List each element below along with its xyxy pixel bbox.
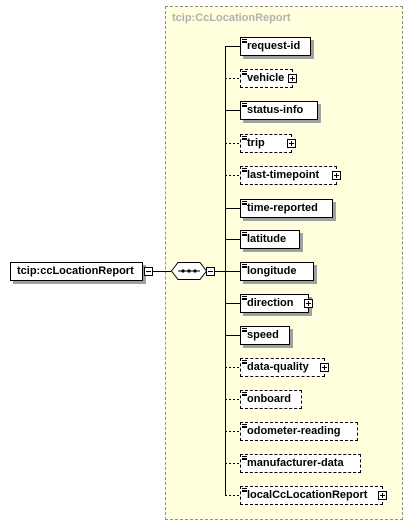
- element-request-id[interactable]: request-id: [240, 37, 311, 56]
- element-onboard[interactable]: onboard: [240, 390, 302, 409]
- element-label: localCcLocationReport: [247, 489, 368, 501]
- element-label: longitude: [247, 265, 297, 277]
- element-data-quality[interactable]: data-quality: [240, 358, 325, 377]
- root-element[interactable]: tcip:ccLocationReport: [10, 262, 143, 281]
- documentation-icon: [242, 296, 247, 300]
- element-last-timepoint[interactable]: last-timepoint: [240, 166, 337, 185]
- documentation-icon: [242, 136, 247, 140]
- element-speed[interactable]: speed: [240, 326, 290, 345]
- element-label: manufacturer-data: [247, 457, 344, 469]
- element-direction[interactable]: direction: [240, 294, 309, 313]
- root-element-label: tcip:ccLocationReport: [17, 265, 134, 277]
- expand-icon[interactable]: [332, 171, 341, 180]
- element-label: vehicle: [247, 72, 285, 84]
- root-collapse-icon[interactable]: [144, 267, 153, 276]
- element-label: status-info: [247, 104, 304, 116]
- complex-type-title: tcip:CcLocationReport: [172, 12, 291, 24]
- element-label: direction: [247, 297, 294, 309]
- documentation-icon: [242, 392, 247, 396]
- documentation-icon: [242, 103, 247, 107]
- documentation-icon: [242, 232, 247, 236]
- element-label: odometer-reading: [247, 425, 341, 437]
- element-vehicle[interactable]: vehicle: [240, 69, 293, 88]
- element-latitude[interactable]: latitude: [240, 230, 300, 249]
- expand-icon[interactable]: [287, 139, 296, 148]
- sequence-compositor-icon: [171, 262, 207, 280]
- documentation-icon: [242, 456, 247, 460]
- element-label: latitude: [247, 233, 287, 245]
- documentation-icon: [242, 39, 247, 43]
- documentation-icon: [242, 168, 247, 172]
- documentation-icon: [242, 360, 247, 364]
- documentation-icon: [242, 71, 247, 75]
- documentation-icon: [242, 488, 247, 492]
- element-label: onboard: [247, 393, 291, 405]
- documentation-icon: [242, 264, 247, 268]
- element-label: data-quality: [247, 361, 309, 373]
- element-label: trip: [247, 137, 265, 149]
- element-label: speed: [247, 329, 279, 341]
- element-label: last-timepoint: [247, 169, 320, 181]
- element-localCcLocationReport[interactable]: localCcLocationReport: [240, 486, 383, 505]
- expand-icon[interactable]: [288, 74, 297, 83]
- documentation-icon: [242, 328, 247, 332]
- documentation-icon: [242, 201, 247, 205]
- element-label: time-reported: [247, 202, 318, 214]
- element-trip[interactable]: trip: [240, 134, 292, 153]
- expand-icon[interactable]: [320, 363, 329, 372]
- element-manufacturer-data[interactable]: manufacturer-data: [240, 454, 361, 473]
- expand-icon[interactable]: [378, 491, 387, 500]
- element-label: request-id: [247, 40, 301, 52]
- sequence-collapse-icon[interactable]: [206, 267, 215, 276]
- expand-icon[interactable]: [304, 299, 313, 308]
- documentation-icon: [242, 424, 247, 428]
- element-time-reported[interactable]: time-reported: [240, 199, 333, 218]
- element-longitude[interactable]: longitude: [240, 262, 314, 281]
- element-status-info[interactable]: status-info: [240, 101, 318, 120]
- element-odometer-reading[interactable]: odometer-reading: [240, 422, 358, 441]
